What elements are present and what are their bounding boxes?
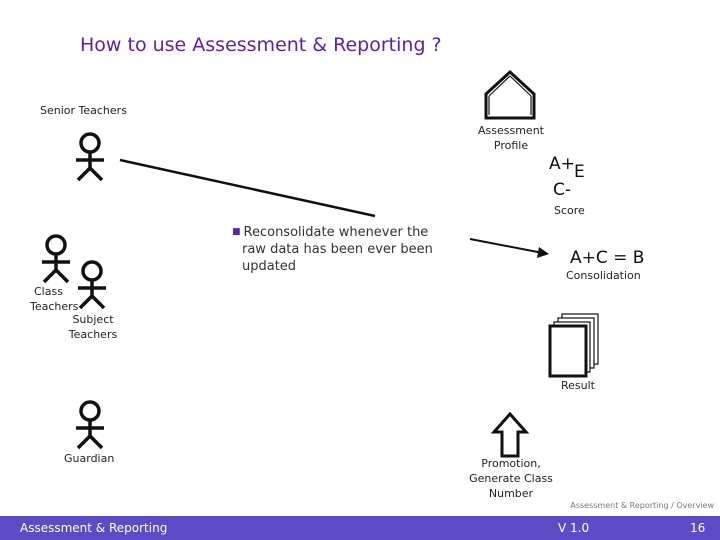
reconsolidate-note: ■Reconsolidate whenever the raw data has…	[232, 224, 468, 275]
slide-caption: Assessment & Reporting / Overview	[570, 501, 714, 510]
class-teacher-figure	[42, 234, 70, 284]
consolidation-formula: A+C = B	[570, 248, 645, 268]
house-icon	[484, 69, 536, 120]
footer-title: Assessment & Reporting	[20, 521, 168, 535]
subject-teacher-figure	[78, 260, 106, 310]
note-line-2: raw data has been ever been	[242, 242, 433, 257]
footer-bar: Assessment & Reporting V 1.0 16	[0, 516, 720, 540]
document-stack-icon	[548, 313, 599, 378]
assessment-profile-line-2: Profile	[493, 139, 529, 152]
assessment-profile-label: Assessment Profile	[476, 123, 546, 153]
consolidation-label: Consolidation	[566, 269, 641, 282]
senior-teachers-label: Senior Teachers	[40, 104, 127, 117]
note-line-1: ■Reconsolidate whenever the	[232, 224, 468, 241]
footer-page-number: 16	[690, 521, 706, 535]
guardian-figure	[76, 400, 104, 450]
promotion-label: Promotion, Generate Class Number	[466, 456, 556, 501]
promotion-line-1: Promotion,	[481, 457, 541, 470]
subject-teachers-line-1: Subject	[72, 313, 114, 326]
guardian-label: Guardian	[64, 452, 115, 465]
senior-teacher-figure	[76, 132, 104, 182]
score-label: Score	[554, 204, 585, 217]
class-teachers-line-2: Teachers	[30, 300, 79, 313]
subject-teachers-label: Subject Teachers	[62, 312, 124, 342]
promotion-line-3: Number	[488, 487, 534, 500]
assessment-profile-line-1: Assessment	[478, 124, 544, 137]
class-teachers-line-1: Class	[34, 285, 63, 298]
note-line-3: updated	[242, 259, 297, 274]
result-label: Result	[561, 379, 595, 392]
consolidation-arrow-icon	[469, 238, 549, 258]
promotion-line-2: Generate Class	[469, 472, 553, 485]
grade-e: E	[574, 162, 585, 182]
footer-version: V 1.0	[558, 521, 590, 535]
subject-teachers-line-2: Teachers	[68, 328, 118, 341]
senior-link-line	[119, 158, 376, 218]
up-arrow-icon	[490, 411, 530, 458]
class-teachers-label: Class Teachers	[20, 284, 94, 314]
page-title: How to use Assessment & Reporting ?	[80, 34, 442, 56]
grade-c-minus: C-	[553, 180, 572, 200]
bullet-icon: ■	[232, 227, 241, 237]
note-line-1-text: Reconsolidate whenever the	[243, 225, 429, 240]
grade-a-plus: A+	[549, 154, 575, 174]
